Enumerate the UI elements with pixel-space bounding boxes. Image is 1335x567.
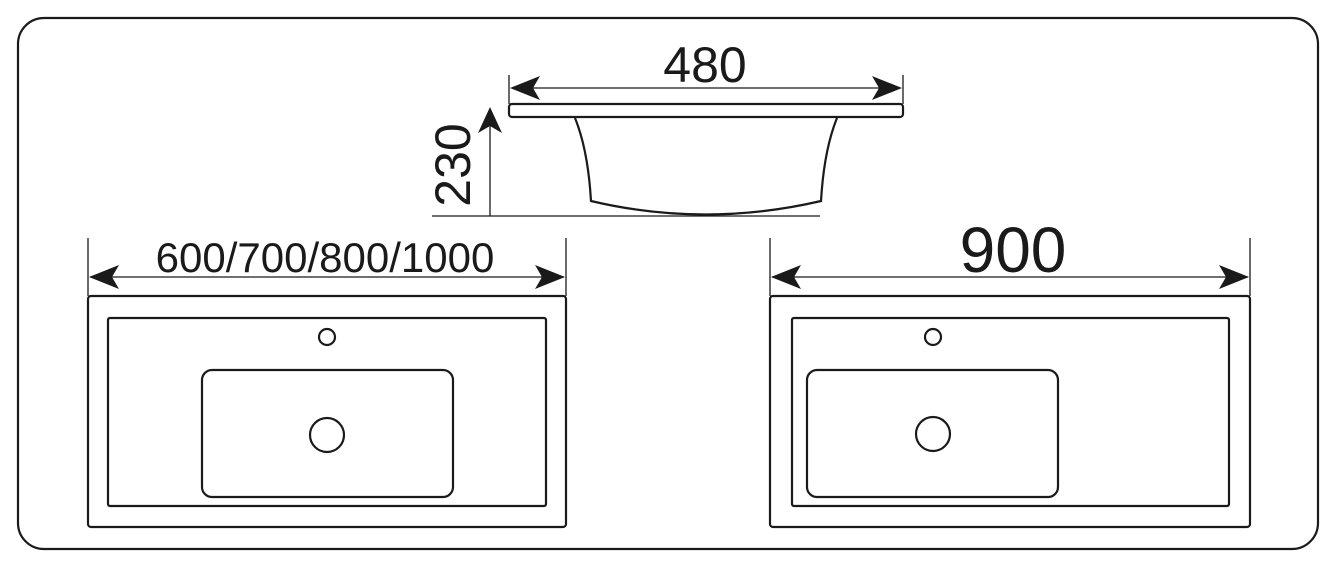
arrowhead-up-icon — [478, 107, 502, 133]
dimension-label-480: 480 — [663, 37, 746, 93]
tap-hole — [923, 327, 943, 347]
diagram-frame — [16, 16, 1320, 551]
side-view: 480 230 — [425, 37, 905, 217]
sink-bowl — [805, 368, 1060, 499]
arrowhead-left-icon — [771, 265, 801, 289]
side-view-bowl — [573, 117, 839, 216]
arrowhead-right-icon — [1219, 265, 1249, 289]
basin-inner-edge — [790, 316, 1231, 508]
dimension-label-900: 900 — [960, 214, 1067, 286]
right-basin-top-view: 900 — [768, 214, 1252, 529]
drain-hole — [308, 416, 346, 454]
dimension-label-230: 230 — [425, 123, 481, 206]
left-basin-top-view: 600/700/800/1000 — [86, 234, 568, 529]
arrowhead-left-icon — [510, 76, 540, 100]
basin-inner-edge — [106, 316, 548, 508]
arrowhead-right-icon — [535, 265, 565, 289]
side-view-countertop — [507, 102, 905, 119]
tap-hole — [317, 327, 337, 347]
basin-outer-edge — [768, 294, 1252, 529]
arrowhead-right-icon — [872, 76, 902, 100]
sink-bowl — [200, 368, 455, 499]
basin-outer-edge — [86, 294, 568, 529]
drain-hole — [914, 415, 952, 453]
arrowhead-left-icon — [89, 265, 119, 289]
dimension-label-left: 600/700/800/1000 — [156, 234, 495, 281]
